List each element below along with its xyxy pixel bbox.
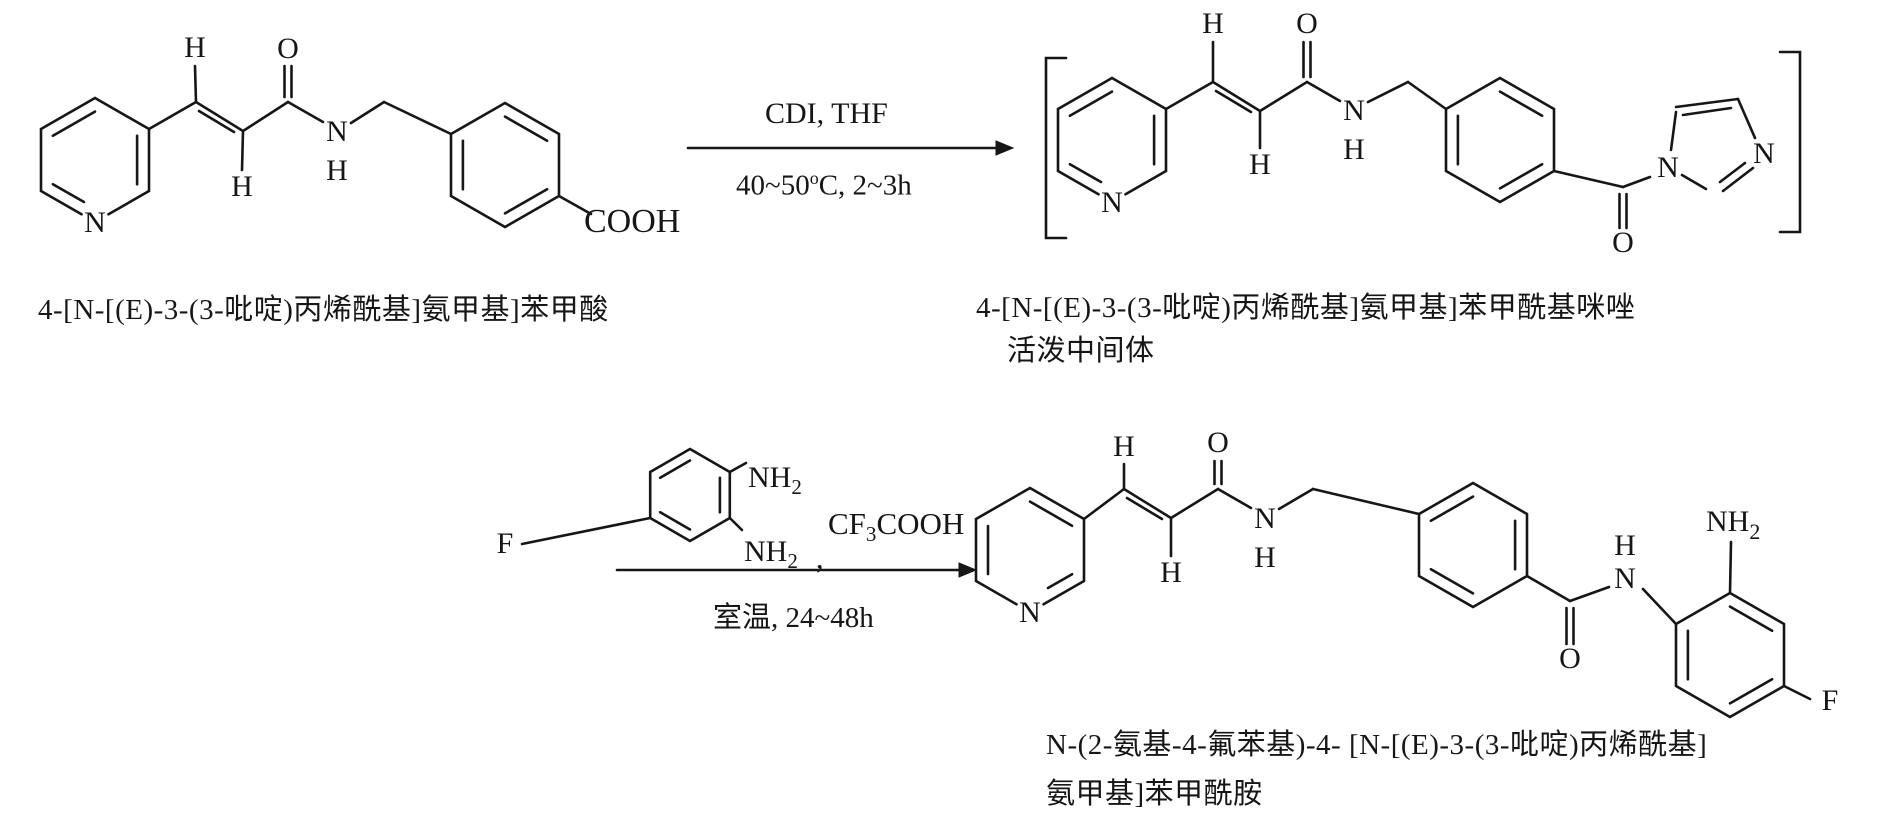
step2-conditions-label: 室温, 24~48h xyxy=(713,602,874,634)
vinyl-h-label: H xyxy=(1160,556,1182,589)
pyridine-ring xyxy=(39,96,151,216)
benzene-ring xyxy=(648,447,732,543)
carbonyl-o-label: O xyxy=(1612,226,1634,259)
step1-reagents-label: CDI, THF xyxy=(765,97,888,130)
pyridine-ring xyxy=(1056,76,1168,196)
fluorine-label: F xyxy=(497,527,514,560)
carbonyl-o-label: O xyxy=(1207,426,1229,459)
right-bracket xyxy=(1778,50,1802,234)
amide-h-label: H xyxy=(326,154,348,187)
nh2-label: NH xyxy=(744,535,787,568)
pyridine-n-label: N xyxy=(1101,186,1123,219)
vinyl-h-label: H xyxy=(231,170,253,203)
degree-superscript: o xyxy=(809,168,819,188)
reactant-caption: 4-[N-[(E)-3-(3-吡啶)丙烯酰基]氨甲基]苯甲酸 xyxy=(38,294,609,326)
benzene-ring xyxy=(1417,481,1529,609)
reaction-arrow-1 xyxy=(686,140,1015,156)
pyridine-ring xyxy=(974,486,1086,606)
step1-conditions-time: C, 2~3h xyxy=(818,169,912,202)
aniline-ring xyxy=(1674,591,1786,719)
anilide-n-label: N xyxy=(1614,562,1636,595)
nh2-label: NH2 xyxy=(1706,505,1760,544)
product-structure: N H H O N H O H N xyxy=(974,426,1839,719)
nh2-subscript: 2 xyxy=(791,475,802,499)
product-caption-line2: 氨甲基]苯甲酰胺 xyxy=(1046,778,1263,810)
benzene-ring xyxy=(1444,76,1556,204)
formula-cf: CF xyxy=(828,506,866,541)
vinyl-h-label: H xyxy=(1249,148,1271,181)
amide-n-label: N xyxy=(326,115,348,148)
nh2-label: NH xyxy=(1706,505,1749,538)
imidazole-n3-label: N xyxy=(1753,137,1775,170)
nh2-label: NH2 xyxy=(748,461,802,499)
separator-comma: , xyxy=(816,542,824,575)
vinyl-h-label: H xyxy=(1202,7,1224,40)
nh2-subscript: 2 xyxy=(1749,519,1760,544)
step1-conditions-label: 40~50oC, 2~3h xyxy=(736,168,912,203)
carbonyl-o-label: O xyxy=(1296,7,1318,40)
diamine-reagent-structure: NH2 NH2 , F xyxy=(497,447,824,575)
step1-conditions-temp: 40~50 xyxy=(736,169,810,202)
amide-h-label: H xyxy=(1343,133,1365,166)
carbonyl-o-label: O xyxy=(1559,642,1581,675)
reaction-arrow-2 xyxy=(615,562,978,578)
imidazole-n1-label: N xyxy=(1657,151,1679,184)
pyridine-n-label: N xyxy=(1019,596,1041,629)
anilide-h-label: H xyxy=(1614,529,1636,562)
left-bracket xyxy=(1044,56,1068,240)
fluorine-label: F xyxy=(1822,684,1839,717)
step2-reagent-formula: CF3COOH xyxy=(828,506,964,547)
vinyl-h-label: H xyxy=(184,31,206,64)
cooh-label: COOH xyxy=(584,203,680,240)
intermediate-caption-line1: 4-[N-[(E)-3-(3-吡啶)丙烯酰基]氨甲基]苯甲酰基咪唑 xyxy=(976,292,1636,324)
intermediate-caption-line2: 活泼中间体 xyxy=(1007,335,1155,367)
nh2-subscript: 2 xyxy=(787,549,798,573)
intermediate-structure: N H H O N H O N N xyxy=(1044,7,1802,259)
nh2-label: NH xyxy=(748,461,791,494)
carbonyl-o-label: O xyxy=(277,32,299,65)
formula-cooh: COOH xyxy=(876,506,965,541)
nh2-label: NH2 xyxy=(744,535,798,573)
amide-n-label: N xyxy=(1254,502,1276,535)
product-caption-line1: N-(2-氨基-4-氟苯基)-4- [N-[(E)-3-(3-吡啶)丙烯酰基] xyxy=(1046,729,1708,761)
formula-subscript: 3 xyxy=(865,522,877,547)
amide-h-label: H xyxy=(1254,541,1276,574)
vinyl-h-label: H xyxy=(1113,430,1135,463)
reactant-structure: N H H O N H COOH xyxy=(39,31,680,240)
amide-n-label: N xyxy=(1343,94,1365,127)
benzene-ring xyxy=(449,101,561,229)
pyridine-n-label: N xyxy=(84,206,106,239)
